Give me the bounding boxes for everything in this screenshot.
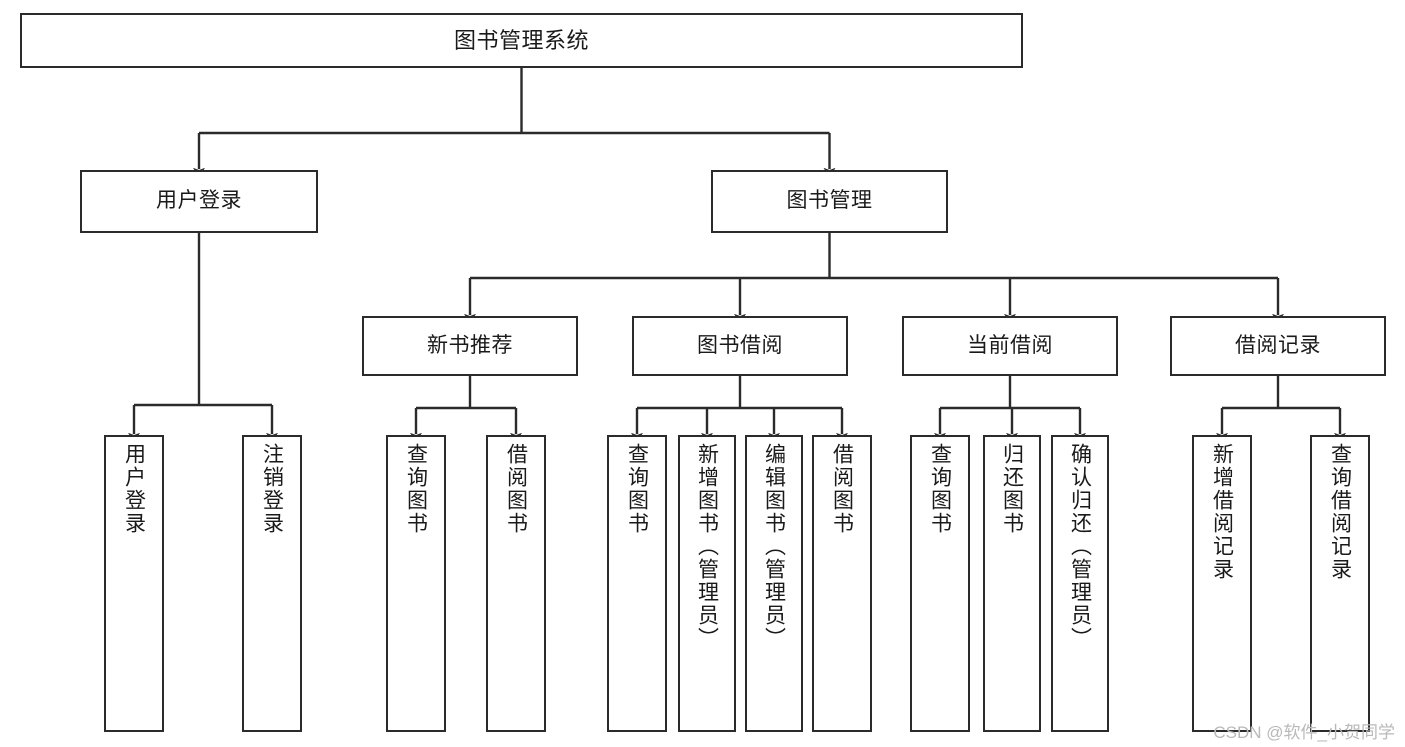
node-leaf-bor-4[interactable]: 借阅图书 [812, 435, 872, 732]
node-label: 用户登录 [122, 443, 146, 535]
node-leaf-cur-2[interactable]: 归还图书 [983, 435, 1041, 732]
node-leaf-new-1[interactable]: 查询图书 [386, 435, 446, 732]
node-label: 当前借阅 [967, 333, 1053, 357]
node-leaf-bor-3[interactable]: 编辑图书（管理员） [745, 435, 803, 732]
node-root[interactable]: 图书管理系统 [20, 13, 1023, 68]
node-leaf-bor-2[interactable]: 新增图书（管理员） [678, 435, 736, 732]
node-label: 借阅记录 [1235, 333, 1321, 357]
node-label: 查询图书 [404, 443, 428, 535]
node-leaf-bor-1[interactable]: 查询图书 [607, 435, 667, 732]
node-label: 图书管理系统 [453, 27, 589, 53]
node-label: 编辑图书（管理员） [762, 443, 786, 650]
node-newbook[interactable]: 新书推荐 [362, 316, 578, 376]
node-label: 新增借阅记录 [1210, 443, 1234, 581]
node-label: 归还图书 [1000, 443, 1024, 535]
node-leaf-rec-1[interactable]: 新增借阅记录 [1192, 435, 1252, 732]
node-label: 新增图书（管理员） [695, 443, 719, 650]
node-leaf-rec-2[interactable]: 查询借阅记录 [1310, 435, 1370, 732]
node-label: 查询借阅记录 [1328, 443, 1352, 581]
node-borrow[interactable]: 图书借阅 [632, 316, 848, 376]
node-label: 确认归还（管理员） [1068, 443, 1092, 650]
node-label: 借阅图书 [504, 443, 528, 535]
node-bookmgmt[interactable]: 图书管理 [711, 170, 948, 233]
node-label: 图书借阅 [697, 333, 783, 357]
node-label: 注销登录 [260, 443, 284, 535]
node-leaf-cur-3[interactable]: 确认归还（管理员） [1051, 435, 1109, 732]
node-leaf-cur-1[interactable]: 查询图书 [910, 435, 970, 732]
node-current[interactable]: 当前借阅 [902, 316, 1118, 376]
node-label: 借阅图书 [830, 443, 854, 535]
node-label: 图书管理 [786, 189, 873, 213]
node-leaf-login-1[interactable]: 用户登录 [104, 435, 164, 732]
watermark-text: CSDN @软件_小贺同学 [1213, 723, 1395, 742]
node-label: 用户登录 [156, 189, 242, 213]
node-label: 新书推荐 [427, 333, 513, 357]
node-label: 查询图书 [928, 443, 952, 535]
node-records[interactable]: 借阅记录 [1170, 316, 1386, 376]
node-leaf-login-2[interactable]: 注销登录 [242, 435, 302, 732]
node-leaf-new-2[interactable]: 借阅图书 [486, 435, 546, 732]
node-label: 查询图书 [625, 443, 649, 535]
node-login[interactable]: 用户登录 [80, 170, 318, 233]
